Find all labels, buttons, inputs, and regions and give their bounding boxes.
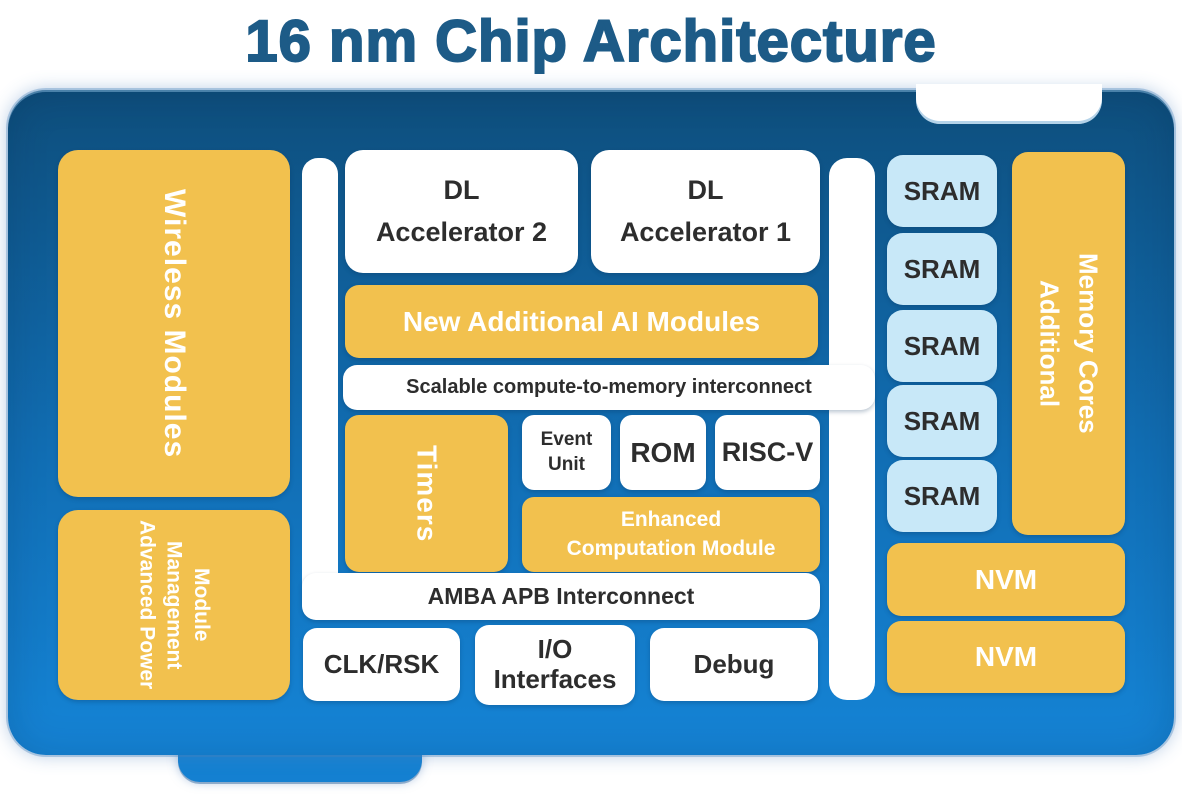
event-unit-line-2: Unit: [548, 453, 585, 475]
block-scalable-compute-to-memory-interconnect: Scalable compute-to-memory interconnect: [343, 365, 875, 410]
ecm-line-2: Computation Module: [566, 536, 776, 560]
block-dl-accelerator-1: DL Accelerator 1: [591, 150, 820, 273]
block-io-interfaces: I/O Interfaces: [475, 625, 635, 705]
apm-line-2: Management: [162, 540, 186, 670]
block-additional-memory-cores: Additional Memory Cores: [1012, 152, 1125, 535]
io-line-2: Interfaces: [493, 664, 617, 694]
interconnect-strip-right: [829, 158, 875, 700]
block-clk-rsk: CLK/RSK: [303, 628, 460, 701]
block-sram-1: SRAM: [887, 155, 997, 227]
apm-line-3: Module: [189, 568, 213, 642]
block-amba-apb-interconnect: AMBA APB Interconnect: [302, 573, 820, 620]
block-sram-3: SRAM: [887, 310, 997, 382]
chip-top-notch: [916, 84, 1102, 124]
block-sram-4: SRAM: [887, 385, 997, 457]
block-sram-2: SRAM: [887, 233, 997, 305]
block-new-additional-ai-modules: New Additional AI Modules: [345, 285, 818, 358]
event-unit-line-1: Event: [540, 428, 593, 450]
block-advanced-power-management-module: Advanced Power Management Module: [58, 510, 290, 700]
block-timers: Timers: [345, 415, 508, 572]
amc-line-2: Memory Cores: [1073, 253, 1104, 434]
dl2-line-1: DL: [443, 174, 480, 205]
amc-line-1: Additional: [1034, 279, 1065, 408]
block-debug: Debug: [650, 628, 818, 701]
block-enhanced-computation-module: Enhanced Computation Module: [522, 497, 820, 572]
block-dl-accelerator-2: DL Accelerator 2: [345, 150, 578, 273]
interconnect-strip-left: [302, 158, 338, 620]
block-event-unit: Event Unit: [522, 415, 611, 490]
ecm-line-1: Enhanced: [620, 508, 722, 532]
block-nvm-2: NVM: [887, 621, 1125, 693]
page-title: 16 nm Chip Architecture: [244, 8, 937, 75]
block-wireless-modules: Wireless Modules: [58, 150, 290, 497]
block-nvm-1: NVM: [887, 543, 1125, 616]
block-rom: ROM: [620, 415, 706, 490]
io-line-1: I/O: [537, 634, 573, 665]
block-sram-5: SRAM: [887, 460, 997, 532]
apm-line-1: Advanced Power: [135, 520, 159, 690]
dl1-line-1: DL: [687, 174, 724, 205]
dl2-line-2: Accelerator 2: [375, 216, 548, 247]
block-risc-v: RISC-V: [715, 415, 820, 490]
dl1-line-2: Accelerator 1: [619, 216, 792, 247]
